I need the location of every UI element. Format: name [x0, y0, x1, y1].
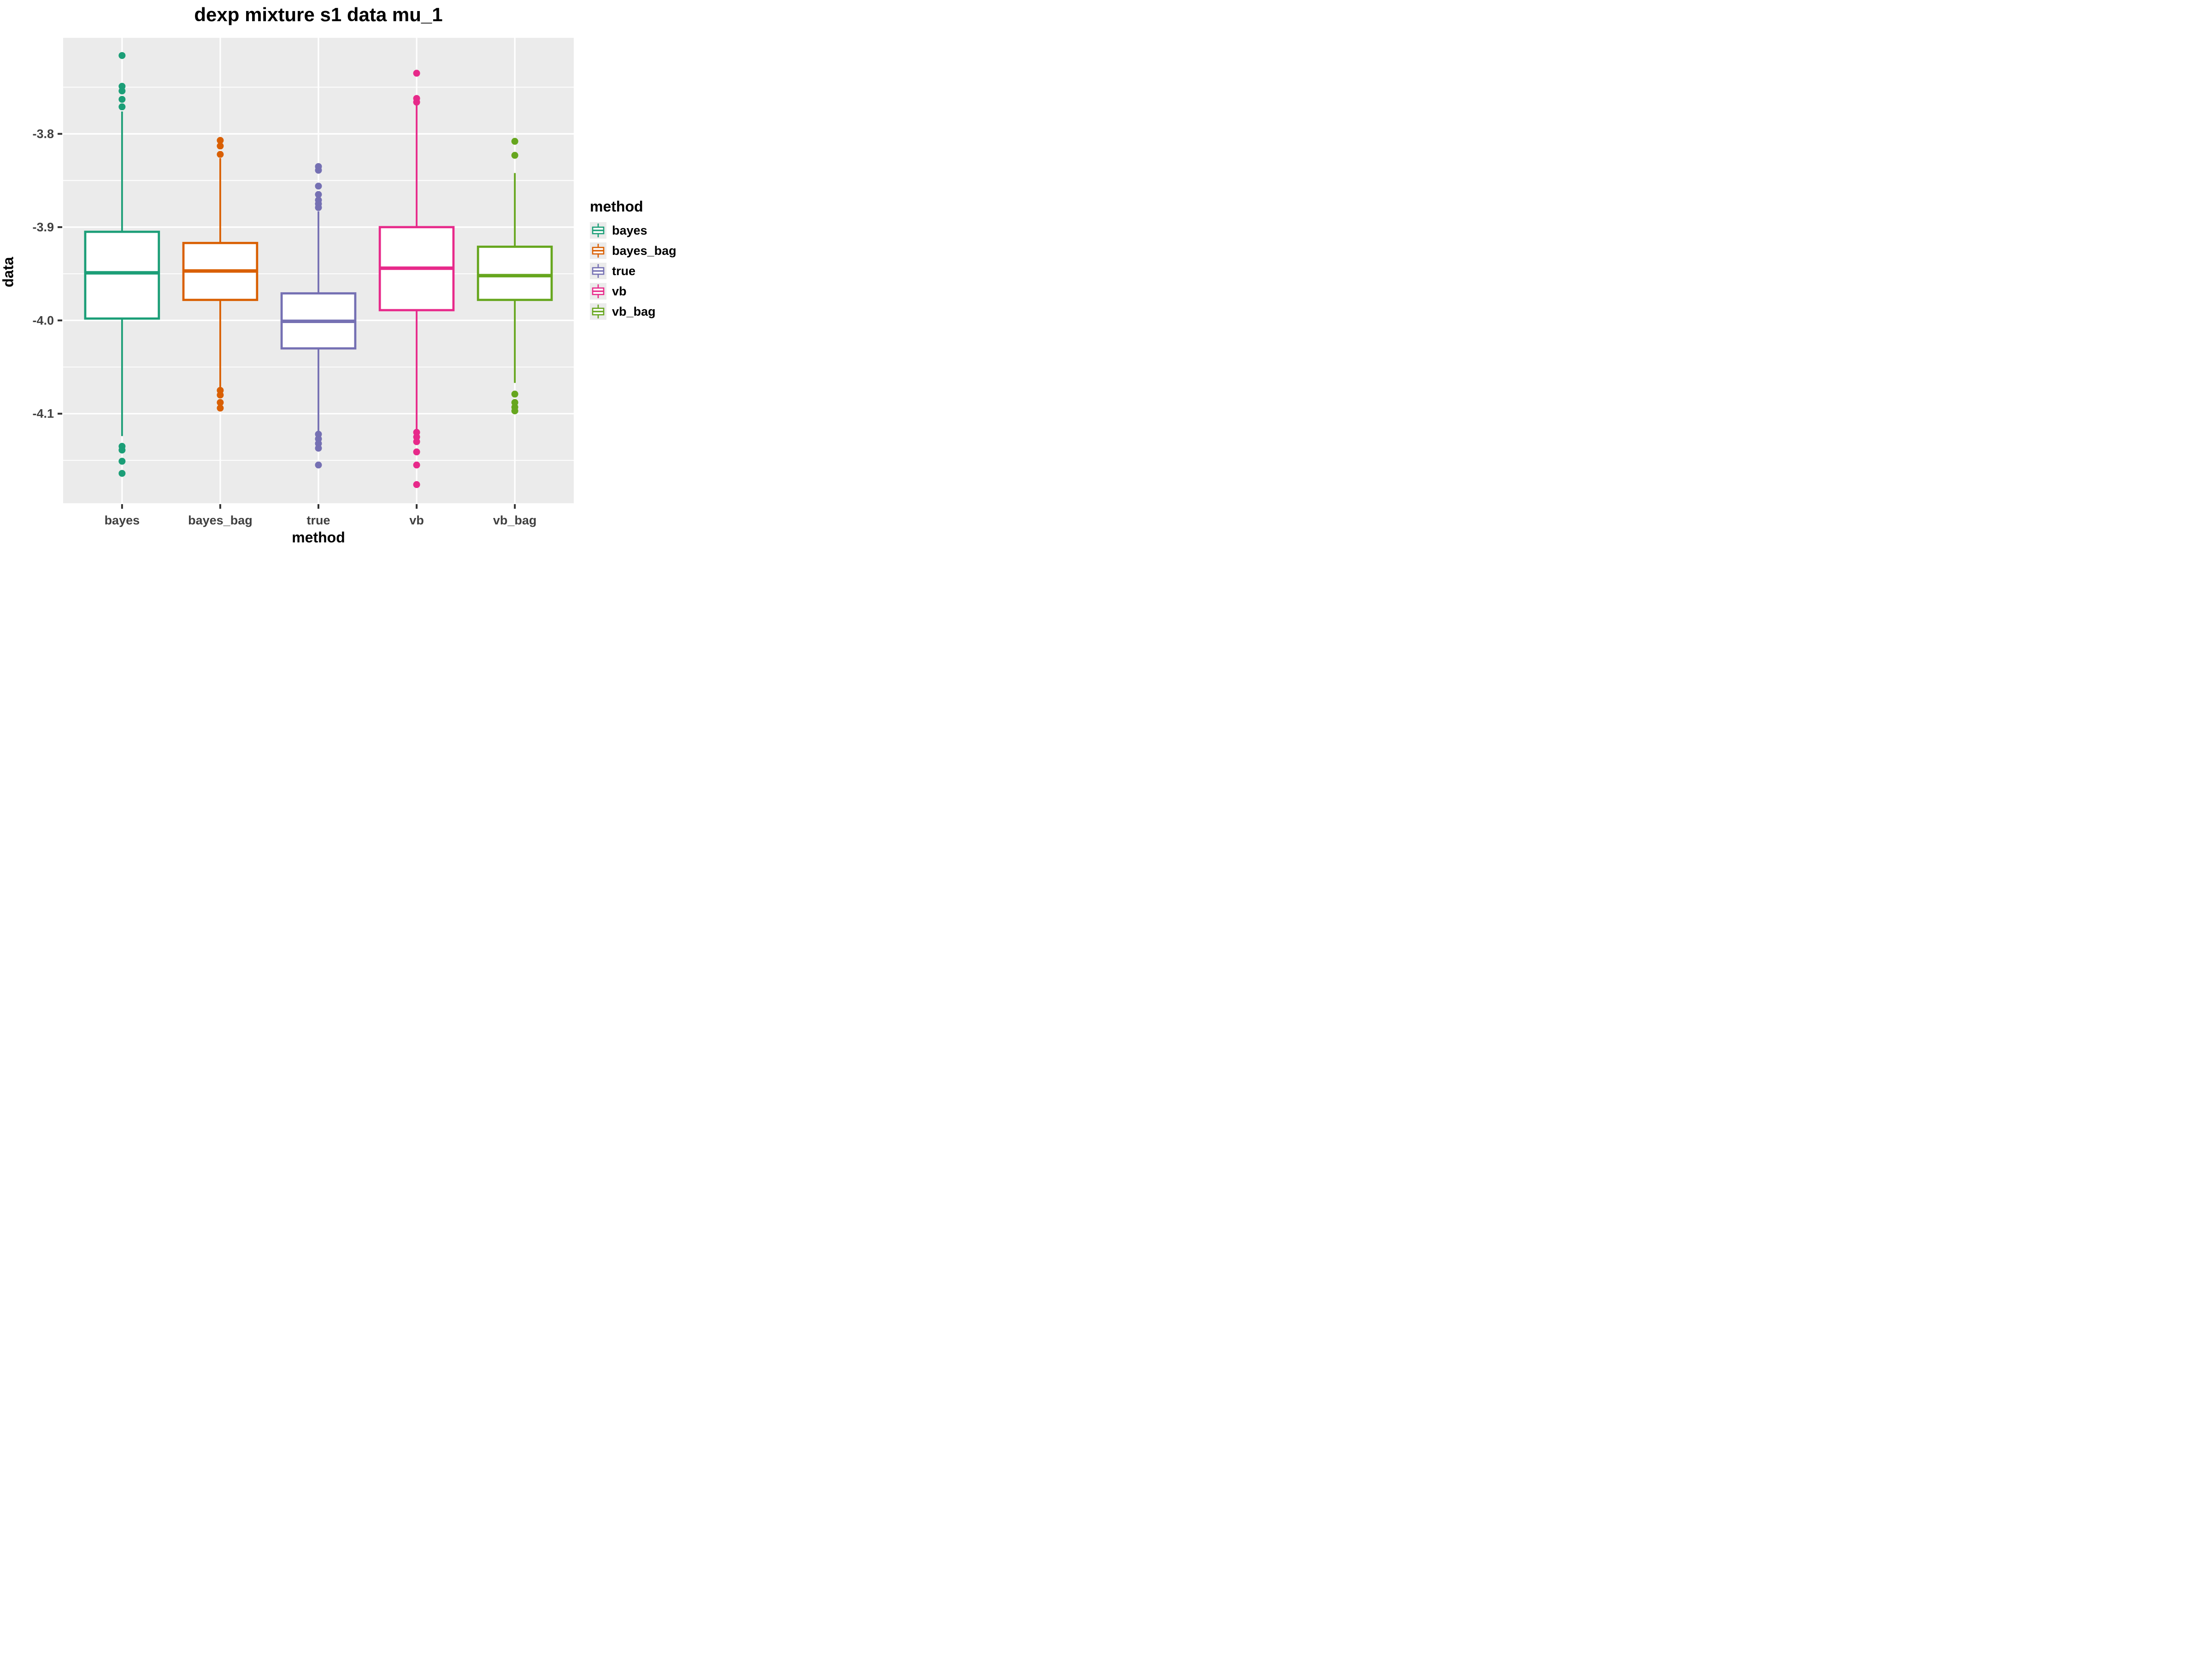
y-tick-label: -3.8 [32, 127, 54, 141]
legend-entry-vb: vb [590, 282, 728, 300]
outlier-vb_bag [511, 390, 518, 398]
legend-title: method [590, 198, 643, 215]
legend-entry-true: true [590, 262, 728, 280]
legend-key-icon-vb [590, 283, 606, 300]
outlier-vb [413, 438, 420, 445]
outlier-true [315, 204, 322, 211]
box-vb_bag [477, 245, 553, 301]
x-tick-label-bayes: bayes [105, 513, 140, 527]
x-tick-label-bayes_bag: bayes_bag [188, 513, 253, 527]
outlier-bayes [118, 447, 126, 454]
outlier-bayes_bag [217, 399, 224, 406]
outlier-vb [413, 70, 420, 77]
outlier-vb_bag [511, 138, 518, 145]
legend-label-bayes_bag: bayes_bag [612, 244, 677, 258]
legend-label-vb_bag: vb_bag [612, 305, 656, 318]
outlier-bayes_bag [217, 137, 224, 144]
boxplot-bayes_bag [182, 137, 259, 412]
boxplot-bayes [84, 52, 160, 477]
outlier-bayes_bag [217, 405, 224, 412]
x-tick-label-vb_bag: vb_bag [493, 513, 537, 527]
outlier-bayes_bag [217, 142, 224, 150]
outlier-bayes_bag [217, 151, 224, 158]
outlier-vb [413, 461, 420, 469]
outlier-bayes [118, 458, 126, 465]
legend-label-bayes: bayes [612, 224, 647, 237]
outlier-vb [413, 481, 420, 488]
legend-entry-vb_bag: vb_bag [590, 303, 728, 320]
outlier-vb_bag [511, 152, 518, 159]
x-tick-label-vb: vb [409, 513, 424, 527]
outlier-vb_bag [511, 407, 518, 415]
x-axis-title: method [292, 529, 345, 546]
outlier-bayes [118, 96, 126, 103]
boxplot-true [280, 163, 357, 469]
legend-label-true: true [612, 264, 636, 278]
outlier-vb [413, 99, 420, 106]
outlier-true [315, 461, 322, 469]
outlier-bayes [118, 87, 126, 94]
legend-label-vb: vb [612, 284, 627, 298]
outlier-true [315, 166, 322, 174]
x-tick-label-true: true [306, 513, 330, 527]
legend-key-icon-bayes [590, 222, 606, 239]
chart-canvas: -3.8 -3.9 -4.0 -4.1 bayes bayes_bag true vb vb_b… [32, 38, 574, 527]
outlier-true [315, 191, 322, 198]
y-tick-label: -3.9 [32, 220, 54, 234]
y-tick-label: -4.0 [32, 313, 54, 327]
plot-title: dexp mixture s1 data mu_1 [194, 4, 443, 25]
outlier-vb [413, 448, 420, 456]
boxplot-vb_bag [477, 138, 553, 415]
outlier-bayes [118, 103, 126, 111]
boxplot-vb [378, 70, 455, 488]
legend-entry-bayes_bag: bayes_bag [590, 242, 728, 259]
box-bayes [84, 230, 160, 320]
legend-key-icon-vb_bag [590, 303, 606, 320]
legend-key-icon-bayes_bag [590, 242, 606, 259]
legend-key-icon-true [590, 263, 606, 279]
boxplot-figure: dexp mixture s1 data mu_1 data -3.8-3.9-… [0, 0, 737, 553]
outlier-bayes [118, 52, 126, 59]
legend-entry-bayes: bayes [590, 222, 728, 239]
y-tick-label: -4.1 [32, 407, 54, 421]
outlier-true [315, 445, 322, 452]
outlier-bayes [118, 470, 126, 477]
outlier-bayes_bag [217, 391, 224, 399]
outlier-true [315, 182, 322, 190]
